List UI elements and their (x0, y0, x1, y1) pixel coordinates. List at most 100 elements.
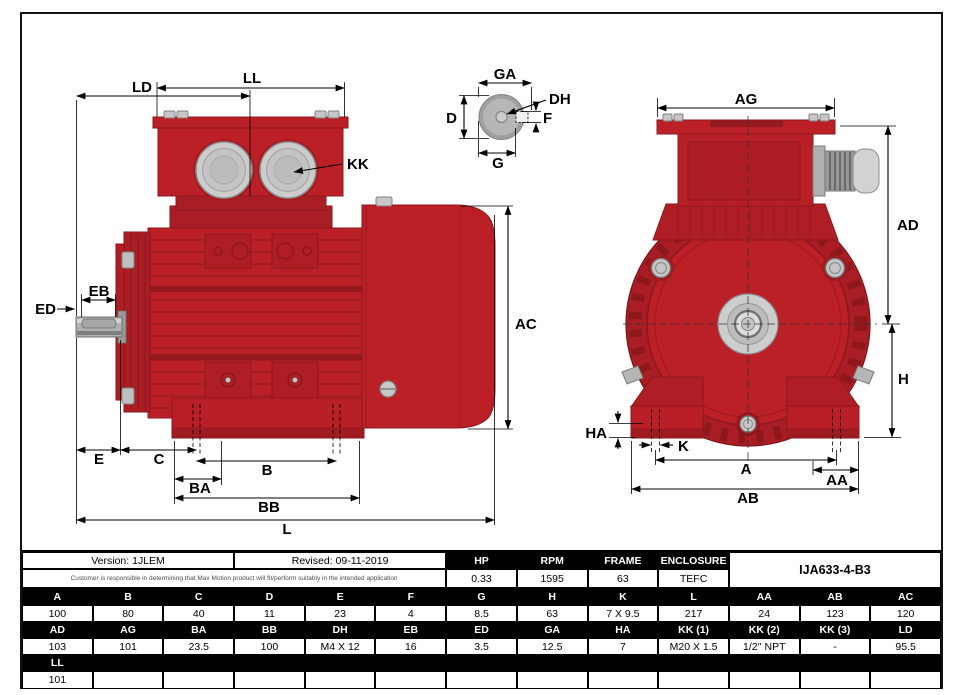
dim-value-cell: 1/2'' NPT (728, 638, 800, 655)
motor-technical-drawing: LD LL KK EB ED E C B BA BB L AC (35, 66, 919, 538)
dim-value-cell: 123 (799, 605, 871, 622)
shaft (75, 310, 127, 344)
dim-value-cell: M4 X 12 (304, 638, 376, 655)
header-filler (92, 655, 941, 671)
dim-value-cell: 80 (92, 605, 164, 622)
dimension-table: Version: 1JLEM Revised: 09-11-2019 HP RP… (22, 550, 941, 689)
neck-ribs (677, 206, 811, 238)
dim-header-cell: KK (1) (658, 622, 729, 638)
dim-value-cell: 63 (516, 605, 588, 622)
dim-header-cell: K (587, 588, 659, 605)
shaft-cross-section-view: GA D DH F G (446, 66, 571, 172)
dim-value-cell: 24 (728, 605, 800, 622)
dim-label-aa: AA (826, 472, 848, 489)
model-number-cell: IJA633-4-B3 (728, 552, 941, 588)
dim-value-cell: - (799, 638, 871, 655)
dim-label-eb: EB (89, 283, 110, 300)
dim-value-cell: 103 (22, 638, 93, 655)
dim-header-cell: G (446, 588, 517, 605)
dim-label-a: A (741, 461, 752, 478)
dim-value-cell: 11 (234, 605, 305, 622)
version-cell: Version: 1JLEM (22, 552, 235, 569)
cable-gland-plug-icon (195, 141, 253, 199)
empty-cell (163, 671, 235, 689)
enclosure-value: TEFC (658, 569, 729, 588)
dim-label-ba: BA (189, 480, 211, 497)
dim-header-cell: LL (22, 655, 93, 671)
dim-header-cell: KK (3) (799, 622, 871, 638)
dim-value-cell: 8.5 (446, 605, 517, 622)
frame-value: 63 (587, 569, 659, 588)
flange-bolt-icon (824, 257, 846, 279)
cable-gland-icon (812, 145, 880, 197)
flange-bolt-icon (121, 251, 135, 269)
dim-value-cell: 16 (375, 638, 447, 655)
revised-cell: Revised: 09-11-2019 (234, 552, 447, 569)
cowl-screw-icon (375, 196, 393, 207)
dim-header-cell: BA (163, 622, 235, 638)
front-view: AG AD H HA K A AA AB (585, 91, 919, 507)
dim-header-cell: AD (22, 622, 93, 638)
dim-header-cell: H (516, 588, 588, 605)
empty-cell (799, 671, 871, 689)
dim-label-d: D (446, 110, 457, 127)
hp-value: 0.33 (446, 569, 517, 588)
dim-header-cell: DH (304, 622, 376, 638)
empty-cell (92, 671, 164, 689)
dim-value-cell: 7 X 9.5 (587, 605, 659, 622)
dim-header-cell: AC (870, 588, 941, 605)
dim-header-cell: HA (587, 622, 659, 638)
dim-header-cell: E (304, 588, 376, 605)
empty-cell (587, 671, 659, 689)
empty-cell (304, 671, 376, 689)
dim-label-bb: BB (258, 499, 280, 516)
empty-cell (728, 671, 800, 689)
empty-cell (234, 671, 305, 689)
dim-header-cell: GA (516, 622, 588, 638)
box-screw-icon (673, 113, 684, 122)
dim-value-cell: 4 (375, 605, 447, 622)
drawing-sheet: LD LL KK EB ED E C B BA BB L AC (20, 12, 943, 689)
enclosure-header: ENCLOSURE (658, 552, 729, 569)
flange-bolt-icon (650, 257, 672, 279)
box-screw-icon (163, 110, 176, 119)
dim-value-cell: 40 (163, 605, 235, 622)
dim-value-cell: 95.5 (870, 638, 941, 655)
terminal-box (152, 110, 349, 211)
dim-header-cell: C (163, 588, 235, 605)
dim-label-ga: GA (494, 66, 517, 83)
dim-header-cell: AG (92, 622, 164, 638)
dim-header-cell: AA (728, 588, 800, 605)
dim-label-ed: ED (35, 301, 56, 318)
dim-label-ha: HA (585, 425, 607, 442)
box-screw-icon (314, 110, 327, 119)
hp-header: HP (446, 552, 517, 569)
dim-label-kk: KK (347, 156, 369, 173)
dim-label-ad: AD (897, 217, 919, 234)
dim-header-cell: L (658, 588, 729, 605)
rpm-header: RPM (516, 552, 588, 569)
side-view: LD LL KK EB ED E C B BA BB L AC (35, 70, 537, 538)
dim-value-cell: 120 (870, 605, 941, 622)
dim-header-cell: EB (375, 622, 447, 638)
dim-header-cell: AB (799, 588, 871, 605)
dim-header-cell: KK (2) (728, 622, 800, 638)
dim-header-cell: LD (870, 622, 941, 638)
dim-header-cell: ED (446, 622, 517, 638)
dim-label-f: F (543, 110, 552, 127)
empty-cell (446, 671, 517, 689)
empty-cell (870, 671, 941, 689)
dim-header-cell: F (375, 588, 447, 605)
dim-header-cell: BB (234, 622, 305, 638)
dim-value-cell: 100 (22, 605, 93, 622)
empty-cell (658, 671, 729, 689)
box-screw-icon (662, 113, 673, 122)
dim-label-l: L (282, 521, 291, 538)
cable-gland-plug-icon (259, 141, 317, 199)
keyway (515, 111, 529, 123)
dim-label-e: E (94, 451, 104, 468)
dim-label-ld: LD (132, 79, 152, 96)
dim-value-cell: 7 (587, 638, 659, 655)
dim-label-b: B (262, 462, 273, 479)
dim-label-c: C (154, 451, 165, 468)
